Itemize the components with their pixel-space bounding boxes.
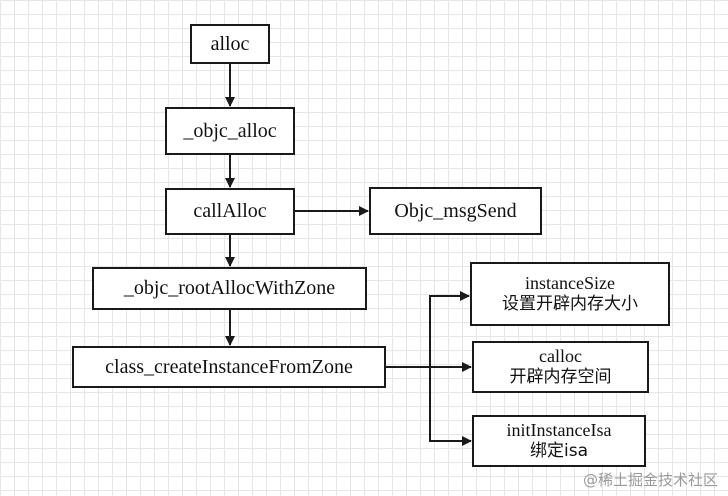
arrow-createinstance-to-instancesize: [386, 291, 470, 368]
node-objc-msgsend: Objc_msgSend: [369, 187, 542, 235]
node-calloc-subtitle: 开辟内存空间: [509, 367, 612, 388]
node-instancesize-subtitle: 设置开辟内存大小: [502, 294, 638, 315]
node-objc-rootallocwithzone-label: _objc_rootAllocWithZone: [123, 277, 336, 299]
node-objc-msgsend-label: Objc_msgSend: [394, 199, 517, 222]
node-objc-rootallocwithzone: _objc_rootAllocWithZone: [92, 267, 367, 310]
watermark-text: @稀土掘金技术社区: [582, 471, 718, 489]
node-instancesize-title: instanceSize: [525, 272, 615, 293]
node-class-createinstancefromzone-label: class_createInstanceFromZone: [105, 355, 353, 378]
node-objc-alloc-label: _objc_alloc: [183, 119, 277, 142]
node-callalloc-label: callAlloc: [193, 200, 267, 222]
arrow-createinstance-to-initisa: [386, 366, 472, 446]
node-initinstanceisa-subtitle: 绑定isa: [530, 441, 588, 462]
node-instancesize: instanceSize 设置开辟内存大小: [470, 262, 670, 326]
node-calloc: calloc 开辟内存空间: [472, 341, 649, 393]
node-initinstanceisa-title: initInstanceIsa: [506, 419, 612, 440]
node-objc-alloc: _objc_alloc: [165, 107, 295, 155]
node-initinstanceisa: initInstanceIsa 绑定isa: [472, 415, 646, 467]
node-calloc-title: calloc: [539, 345, 582, 366]
node-alloc: alloc: [190, 24, 270, 64]
node-callalloc: callAlloc: [165, 188, 295, 235]
node-alloc-label: alloc: [210, 32, 250, 55]
node-class-createinstancefromzone: class_createInstanceFromZone: [72, 346, 386, 388]
